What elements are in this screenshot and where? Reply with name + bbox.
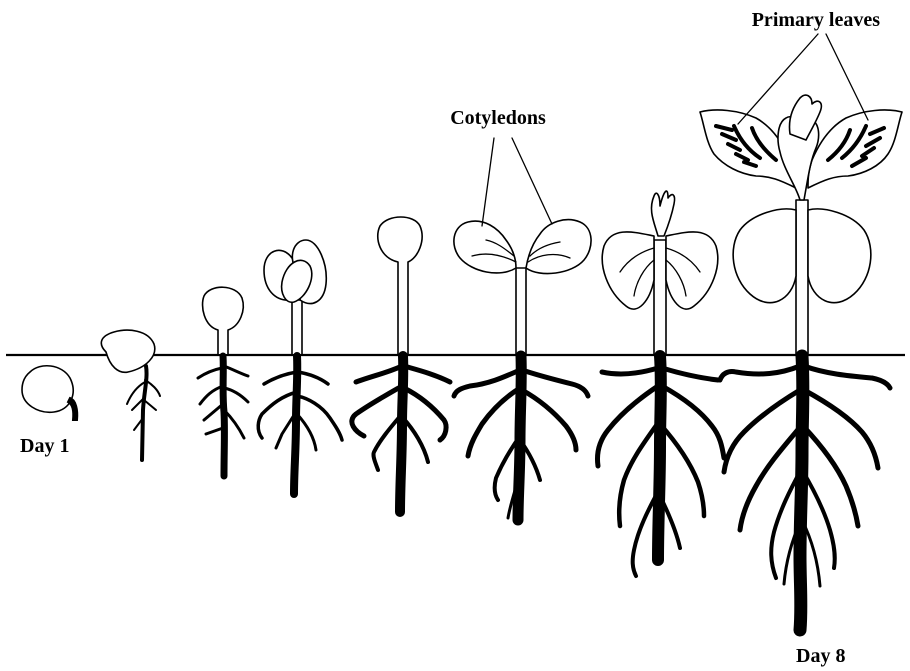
day-1-label: Day 1 (20, 435, 69, 457)
seedling-stage-3 (198, 287, 248, 476)
day-8-label: Day 8 (796, 645, 845, 667)
seedling-stage-5 (352, 217, 450, 512)
seedling-stage-8 (700, 95, 902, 630)
seedling-stage-4 (258, 240, 342, 494)
seedling-stage-7 (597, 191, 724, 576)
primary-leaves-label: Primary leaves (752, 9, 880, 31)
seedling-stage-1 (22, 366, 77, 420)
cotyledons-callout-lines (482, 138, 552, 226)
seedling-stage-6 (454, 220, 591, 520)
cotyledons-label: Cotyledons (450, 107, 546, 129)
seedling-stage-2 (101, 330, 160, 460)
